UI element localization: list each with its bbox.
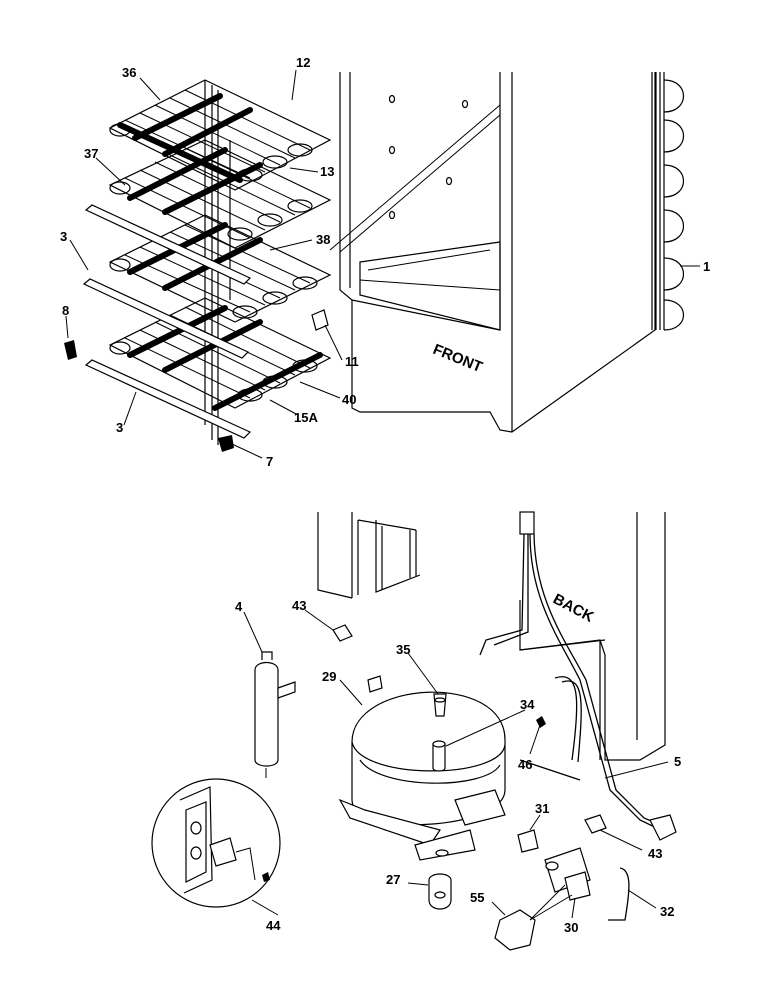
- callout-12: 12: [296, 55, 310, 70]
- back-label: BACK: [550, 591, 596, 626]
- overload-part-31: [517, 829, 539, 853]
- callout-44: 44: [266, 918, 281, 933]
- cabinet: FRONT: [329, 72, 656, 433]
- shelf-rail-upper: [82, 204, 252, 359]
- callout-3-lower: 3: [116, 420, 123, 435]
- wire-shelf-upper: [108, 79, 332, 191]
- callout-46: 46: [518, 757, 532, 772]
- callout-40: 40: [342, 392, 356, 407]
- callout-27: 27: [386, 872, 400, 887]
- shelf-rail-lower: [84, 359, 252, 439]
- compressor: [338, 675, 506, 910]
- callout-4: 4: [235, 599, 243, 614]
- clip-part-43-lower: [584, 814, 607, 834]
- callout-7: 7: [266, 454, 273, 469]
- callout-3-upper: 3: [60, 229, 67, 244]
- screw-part-46: [536, 716, 546, 728]
- callout-15a: 15A: [294, 410, 318, 425]
- foot-part-7: [218, 435, 234, 452]
- wire-part-32: [608, 867, 630, 921]
- clip-part-43-top: [332, 624, 353, 642]
- relay-part-30: [544, 847, 591, 901]
- relay-cover-part-55: [494, 909, 536, 951]
- front-label: FRONT: [431, 341, 485, 376]
- callout-5: 5: [674, 754, 681, 769]
- outlet-detail: [151, 778, 281, 908]
- wiring-harness: [479, 511, 677, 841]
- callout-30: 30: [564, 920, 578, 935]
- callout-8: 8: [62, 303, 69, 318]
- callouts: 36 12 37 13 3 38 1 8 11 40 15A 3 7 4 43 …: [60, 55, 710, 935]
- callout-32: 32: [660, 904, 674, 919]
- condenser-coil: [651, 72, 700, 331]
- callout-43-lower: 43: [648, 846, 662, 861]
- clip-part-8: [64, 340, 77, 360]
- callout-43-top: 43: [292, 598, 306, 613]
- callout-36: 36: [122, 65, 136, 80]
- callout-1: 1: [703, 259, 710, 274]
- callout-34: 34: [520, 697, 535, 712]
- bracket-part-11: [311, 309, 329, 331]
- callout-38: 38: [316, 232, 330, 247]
- callout-35: 35: [396, 642, 410, 657]
- callout-31: 31: [535, 801, 549, 816]
- callout-11: 11: [345, 354, 359, 369]
- callout-37: 37: [84, 146, 98, 161]
- filter-drier: [254, 651, 296, 778]
- leader-lines: [65, 69, 700, 919]
- callout-55: 55: [470, 890, 484, 905]
- callout-13: 13: [320, 164, 334, 179]
- callout-29: 29: [322, 669, 336, 684]
